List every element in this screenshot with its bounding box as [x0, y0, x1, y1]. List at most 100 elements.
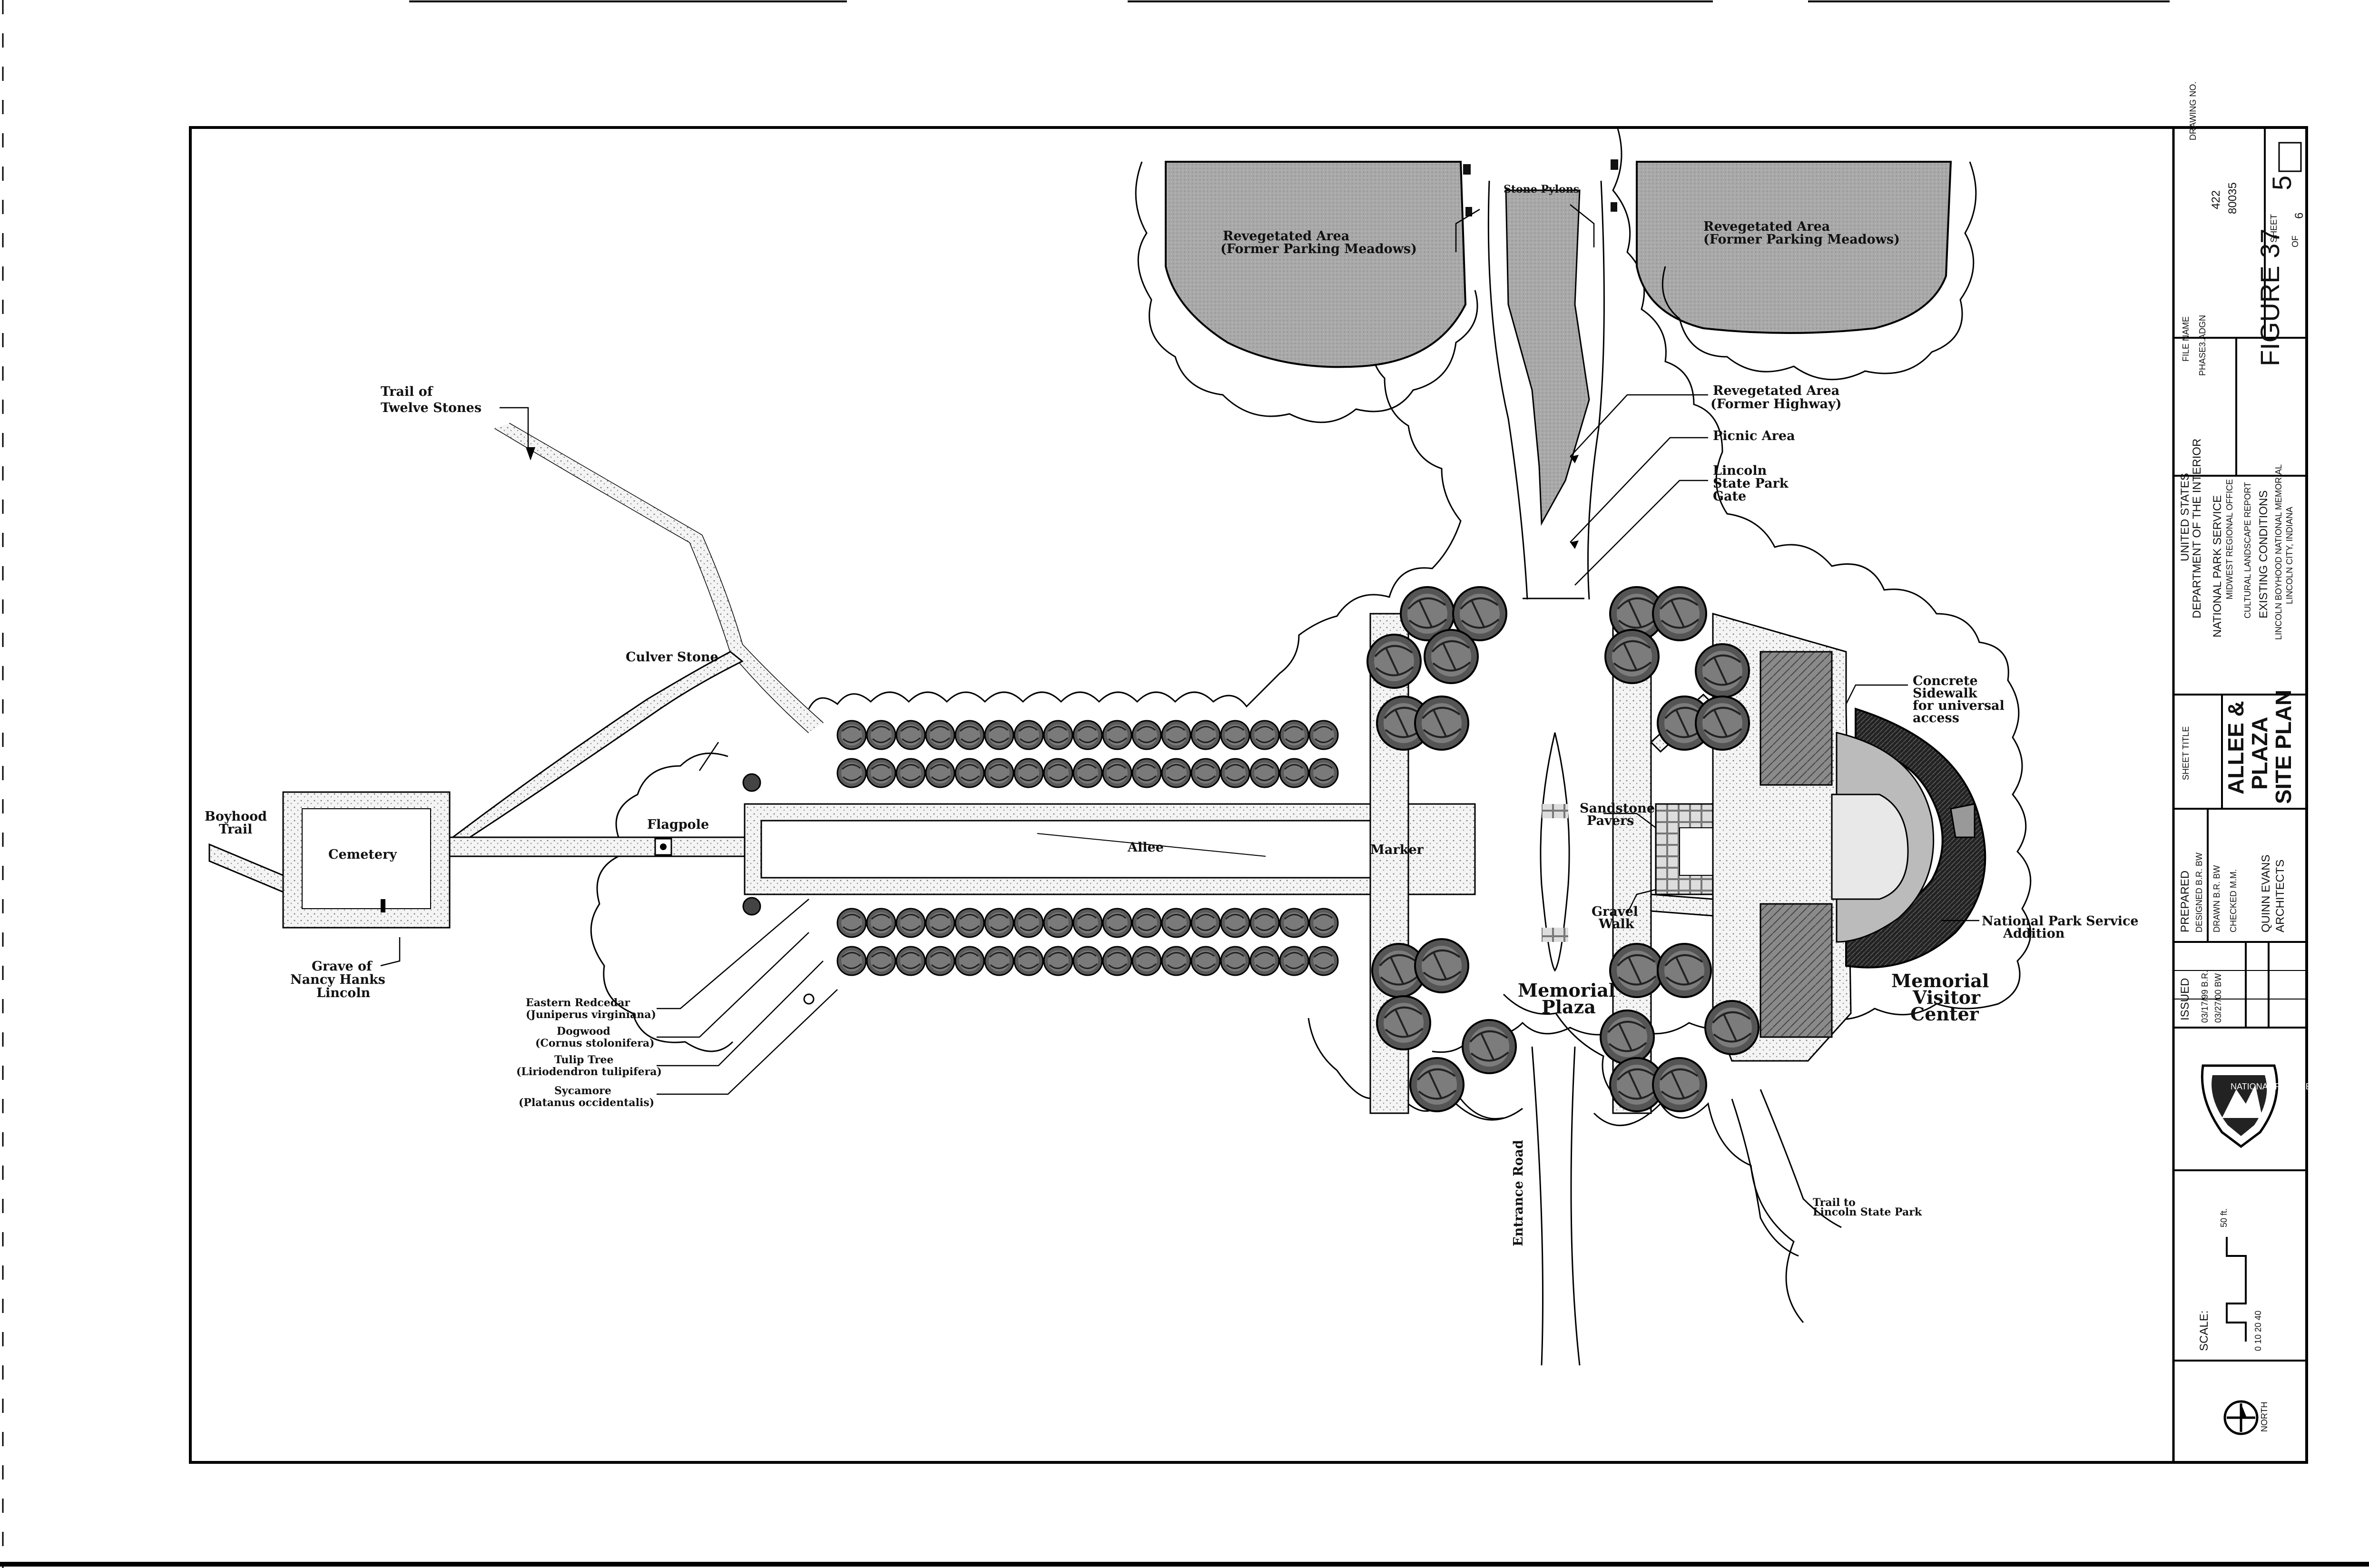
tb-checked: CHECKED M.M. — [2229, 869, 2238, 932]
allee-tree — [1131, 758, 1162, 788]
label-allee: Allee — [1127, 840, 1164, 855]
allee-tree — [954, 720, 985, 750]
label-boyhood-1: Boyhood — [205, 809, 267, 824]
label-sycamore-1: Sycamore — [554, 1085, 611, 1097]
allee-tree — [1072, 946, 1103, 976]
label-picnic: Picnic Area — [1713, 429, 1795, 443]
allee-tree — [1308, 946, 1339, 976]
label-trail-lsp-1: Trail to — [1813, 1196, 1856, 1209]
allee-tree — [1043, 758, 1073, 788]
allee-tree — [1190, 908, 1221, 938]
site-labels: Trail of Twelve Stones Culver Stone Boyh… — [205, 183, 2139, 1246]
label-cedar-1: Eastern Redcedar — [526, 997, 630, 1009]
allee-tree — [1190, 758, 1221, 788]
tb-report-4: LINCOLN CITY, INDIANA — [2285, 507, 2294, 604]
entrance-road — [1531, 1046, 1581, 1366]
tb-issued-2: 03/27/00 BW — [2213, 973, 2223, 1023]
label-cemetery: Cemetery — [328, 847, 397, 862]
allee-tree — [1249, 908, 1280, 938]
allee-tree — [1279, 720, 1309, 750]
allee-tree — [925, 908, 955, 938]
label-boyhood-2: Trail — [219, 822, 252, 837]
label-nps-addition-2: Addition — [2003, 926, 2065, 941]
allee-tree — [895, 720, 926, 750]
allee-tree — [1249, 946, 1280, 976]
stone-pylons — [1463, 159, 1618, 216]
allee-tree — [925, 720, 955, 750]
tb-drawing-no-2: 80035 — [2226, 182, 2239, 214]
label-cedar-2: (Juniperus virginiana) — [526, 1009, 656, 1021]
allee-tree — [1072, 908, 1103, 938]
label-concrete-3: for universal — [1913, 698, 2005, 713]
allee-tree — [925, 758, 955, 788]
title-block — [2173, 127, 2307, 1362]
tb-of-label: OF — [2290, 235, 2300, 247]
allee-tree — [1220, 946, 1250, 976]
tb-designed: DESIGNED B.R. BW — [2194, 853, 2204, 932]
label-concrete-4: access — [1913, 711, 1959, 725]
tb-sheet-total: 6 — [2293, 213, 2306, 219]
leader-lines — [380, 204, 1979, 1095]
label-trail-lsp-2: Lincoln State Park — [1813, 1206, 1922, 1218]
tb-figure: FIGURE 37 — [2255, 229, 2285, 366]
label-sycamore-2: (Platanus occidentalis) — [519, 1097, 654, 1109]
tb-sheet-title-3: SITE PLAN — [2271, 690, 2296, 804]
tb-firm-2: ARCHITECTS — [2274, 860, 2287, 932]
allee-tree — [895, 946, 926, 976]
allee-tree — [1131, 908, 1162, 938]
tb-issued-1: 03/17/99 B.R. — [2200, 970, 2210, 1023]
allee-tree — [1043, 908, 1073, 938]
label-nps-addition-1: National Park Service — [1982, 914, 2139, 929]
revegetated-area-left — [1165, 161, 1467, 368]
allee-tree — [866, 908, 896, 938]
label-gate-1: Lincoln — [1713, 463, 1767, 478]
label-gravel-1: Gravel — [1592, 904, 1638, 919]
tb-north: NORTH — [2260, 1401, 2269, 1432]
allee-tree — [836, 908, 867, 938]
allee-tree — [1131, 720, 1162, 750]
label-concrete-2: Sidewalk — [1913, 686, 1978, 701]
label-tulip-1: Tulip Tree — [554, 1054, 613, 1066]
label-gate-2: State Park — [1713, 476, 1789, 491]
label-entrance-road: Entrance Road — [1511, 1140, 1526, 1246]
label-visitor-center-3: Center — [1910, 1003, 1979, 1025]
allee-tree — [1279, 946, 1309, 976]
tb-scale-end: 50 ft. — [2219, 1208, 2229, 1227]
allee-tree — [895, 758, 926, 788]
allee-tree — [1072, 720, 1103, 750]
label-culver-stone: Culver Stone — [626, 650, 718, 665]
tb-agency-1: UNITED STATES — [2179, 473, 2192, 561]
label-tulip-2: (Liriodendron tulipifera) — [516, 1066, 662, 1078]
tb-report-2: EXISTING CONDITIONS — [2257, 490, 2270, 618]
tb-drawn: DRAWN B.R. BW — [2212, 865, 2222, 932]
tb-drawing-no-label: DRAWING NO. — [2188, 82, 2198, 140]
north-arrow-icon — [2223, 1400, 2259, 1435]
tb-agency-4: MIDWEST REGIONAL OFFICE — [2225, 479, 2234, 599]
allee-tree — [1279, 908, 1309, 938]
allee-tree — [836, 720, 867, 750]
allee-tree — [1190, 946, 1221, 976]
allee-tree — [984, 946, 1014, 976]
scale-bar-icon — [2226, 1237, 2247, 1342]
allee-tree — [1072, 758, 1103, 788]
label-grave-3: Lincoln — [316, 986, 371, 1000]
site-plan — [208, 128, 2032, 1366]
label-sandstone-2: Pavers — [1587, 813, 1634, 828]
tb-file-name: PHASE3.ADGN — [2198, 315, 2207, 376]
title-block-text: DRAWING NO. 422 80035 SHEET 5 OF 6 FILE … — [2179, 82, 2337, 1435]
label-visitor-center-1: Memorial — [1891, 970, 1989, 991]
visitor-center-addition — [1845, 707, 1986, 969]
allee-tree — [1102, 908, 1132, 938]
allee-tree — [836, 758, 867, 788]
tb-report-3: LINCOLN BOYHOOD NATIONAL MEMORIAL — [2274, 464, 2283, 640]
allee-tree — [1220, 758, 1250, 788]
label-stone-pylons: Stone Pylons — [1504, 183, 1579, 196]
allee-tree — [1249, 758, 1280, 788]
tb-file-name-label: FILE NAME — [2181, 316, 2191, 362]
allee-tree — [1043, 946, 1073, 976]
allee-tree — [836, 946, 867, 976]
allee-tree — [1161, 908, 1191, 938]
label-gravel-2: Walk — [1598, 917, 1635, 931]
